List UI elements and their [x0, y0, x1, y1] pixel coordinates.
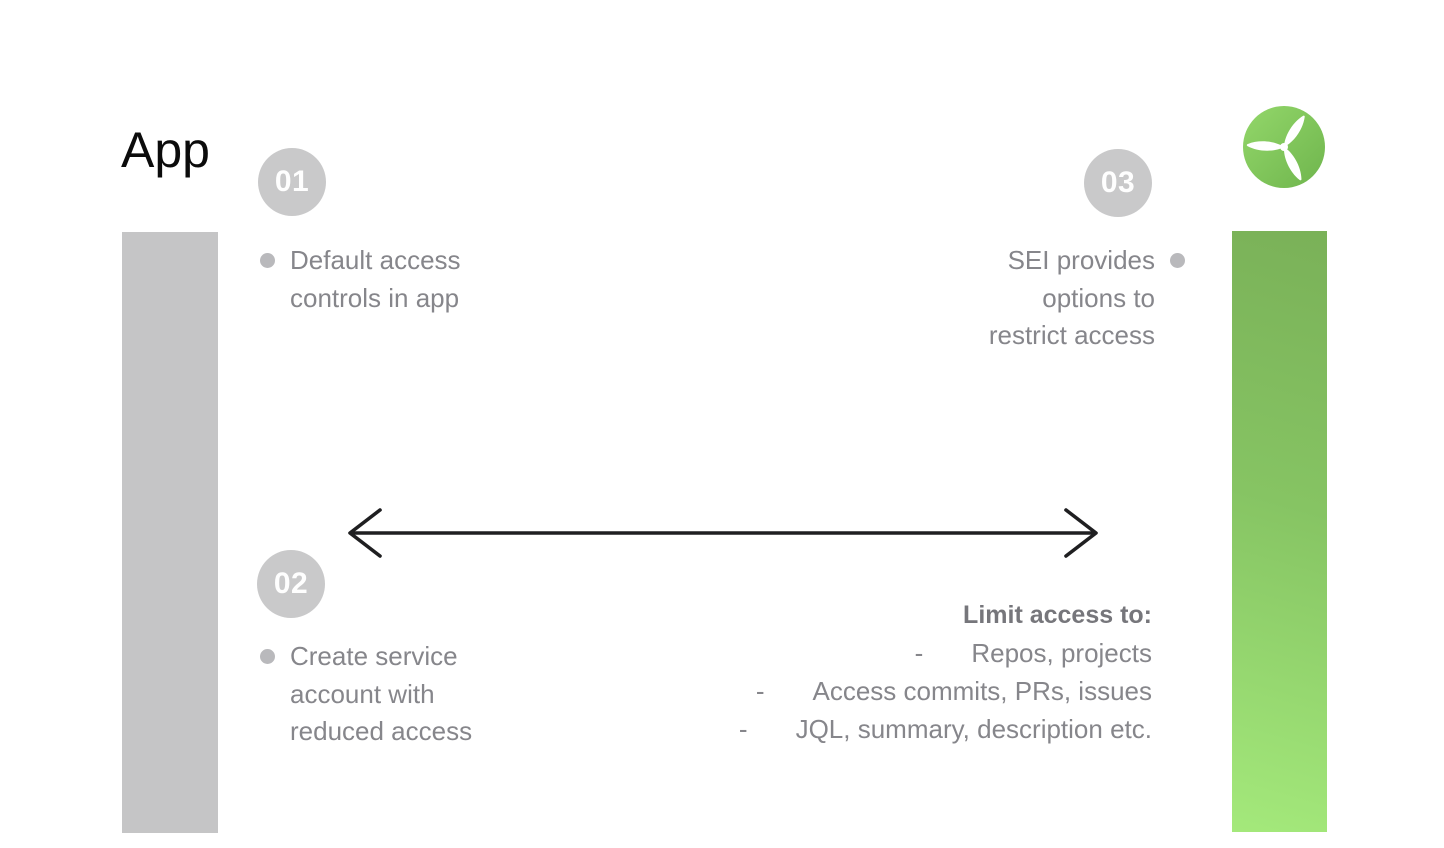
sei-column-bar	[1232, 231, 1327, 832]
dash-bullet: -	[755, 676, 765, 706]
note-line: options to	[1042, 282, 1155, 313]
note-line: controls in app	[290, 282, 460, 313]
limit-access-section: Limit access to: - Repos, projects - Acc…	[652, 598, 1152, 748]
step-note-service-account: Create service account with reduced acce…	[260, 638, 472, 751]
limit-access-heading: Limit access to:	[963, 601, 1152, 629]
step-badge-03: 03	[1084, 149, 1152, 217]
dash-bullet: -	[738, 714, 748, 744]
note-line: Default access	[290, 245, 461, 275]
dot-bullet-icon	[260, 253, 275, 268]
double-headed-arrow-icon	[348, 508, 1098, 558]
note-line: restrict access	[988, 320, 1155, 350]
note-text: SEI provides options to restrict access	[989, 242, 1155, 355]
sei-propeller-logo-icon	[1243, 106, 1325, 188]
limit-access-item: - JQL, summary, description etc.	[652, 710, 1152, 748]
dot-bullet-icon	[260, 649, 275, 664]
limit-access-item: - Access commits, PRs, issues	[652, 672, 1152, 710]
note-line: account with	[290, 678, 435, 709]
step-note-default-access: Default access controls in app	[260, 242, 461, 317]
step-note-sei-restrict: SEI provides options to restrict access	[880, 242, 1185, 355]
note-text: Create service account with reduced acce…	[290, 638, 472, 751]
limit-item-text: Access commits, PRs, issues	[812, 676, 1152, 706]
step-badge-02: 02	[257, 550, 325, 618]
note-line: SEI provides	[1007, 245, 1155, 275]
app-column-bar	[122, 232, 218, 833]
note-text: Default access controls in app	[290, 242, 461, 317]
step-number: 02	[273, 567, 309, 600]
dash-bullet: -	[914, 638, 924, 668]
note-line: reduced access	[290, 716, 473, 746]
note-line: Create service	[290, 641, 458, 671]
step-number: 03	[1100, 166, 1136, 199]
page-title: App	[121, 122, 210, 178]
limit-access-item: - Repos, projects	[652, 634, 1152, 672]
limit-item-text: Repos, projects	[971, 638, 1152, 668]
dot-bullet-icon	[1170, 253, 1185, 268]
step-number: 01	[274, 165, 310, 198]
limit-item-text: JQL, summary, description etc.	[795, 714, 1152, 744]
propeller-icon	[1243, 106, 1325, 188]
step-badge-01: 01	[258, 148, 326, 216]
